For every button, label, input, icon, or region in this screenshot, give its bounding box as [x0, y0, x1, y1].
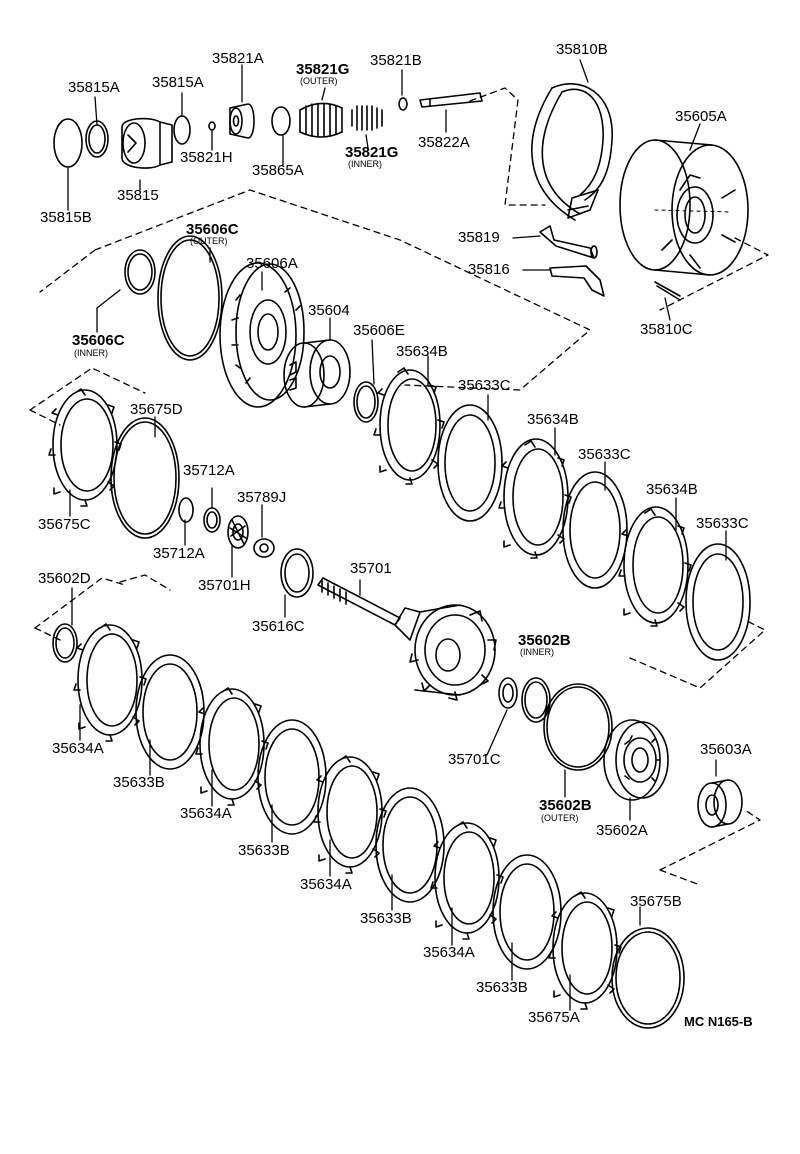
label-35821G-inner: 35821G: [345, 144, 399, 161]
label-35789J: 35789J: [237, 489, 287, 506]
label-35633C-a: 35633C: [458, 377, 511, 394]
label-35602A: 35602A: [596, 822, 648, 839]
accumulator-parts: [53, 92, 483, 169]
dashed-assembly-lines: [29, 87, 769, 886]
label-35604: 35604: [308, 302, 350, 319]
label-35602B-inner: 35602B: [518, 632, 571, 649]
label-35616C: 35616C: [252, 618, 305, 635]
qualifier-inner: (INNER): [348, 159, 382, 169]
label-35821B: 35821B: [370, 52, 422, 69]
label-35634B-c: 35634B: [646, 481, 698, 498]
label-35633C-b: 35633C: [578, 446, 631, 463]
label-35815A-b: 35815A: [152, 74, 204, 91]
label-35633B-d: 35633B: [476, 979, 528, 996]
qualifier-outer: (OUTER): [190, 236, 228, 246]
qualifier-inner: (INNER): [74, 348, 108, 358]
label-35821G-outer: 35821G: [296, 61, 350, 78]
label-35633C-c: 35633C: [696, 515, 749, 532]
diagram-code: MC N165-B: [684, 1014, 753, 1029]
label-35605A: 35605A: [675, 108, 727, 125]
label-35634B-a: 35634B: [396, 343, 448, 360]
label-35815B: 35815B: [40, 209, 92, 226]
label-35822A: 35822A: [418, 134, 470, 151]
label-35606A: 35606A: [246, 255, 298, 272]
label-35821A: 35821A: [212, 50, 264, 67]
piston-group-drawing: [498, 677, 743, 828]
label-35675A: 35675A: [528, 1009, 580, 1026]
label-35816: 35816: [468, 261, 510, 278]
label-35810C: 35810C: [640, 321, 693, 338]
label-35633B-b: 35633B: [238, 842, 290, 859]
label-35606C-outer: 35606C: [186, 221, 239, 238]
label-35815A-a: 35815A: [68, 79, 120, 96]
label-35815: 35815: [117, 187, 159, 204]
qualifier-outer: (OUTER): [300, 76, 338, 86]
qualifier-outer: (OUTER): [541, 813, 579, 823]
pump-group-drawing: [124, 235, 445, 485]
label-35675B: 35675B: [630, 893, 682, 910]
label-35819: 35819: [458, 229, 500, 246]
upper-clutch-pack: [437, 404, 751, 661]
label-35675D: 35675D: [130, 401, 183, 418]
label-35633B-a: 35633B: [113, 774, 165, 791]
label-35712A-a: 35712A: [183, 462, 235, 479]
label-35810B: 35810B: [556, 41, 608, 58]
label-35821H: 35821H: [180, 149, 233, 166]
label-35634A-b: 35634A: [180, 805, 232, 822]
label-35865A: 35865A: [252, 162, 304, 179]
label-35675C: 35675C: [38, 516, 91, 533]
lower-clutch-pack: [52, 623, 685, 1029]
output-shaft-drawing: [317, 577, 497, 701]
left-clutch-parts: [48, 388, 314, 598]
label-35634A-d: 35634A: [423, 944, 475, 961]
label-35701H: 35701H: [198, 577, 251, 594]
brake-band-drawing: [531, 83, 613, 221]
clutch-drum-drawing: [619, 139, 749, 276]
label-35712A-b: 35712A: [153, 545, 205, 562]
qualifier-inner: (INNER): [520, 647, 554, 657]
brake-struts: [539, 225, 681, 301]
label-35603A: 35603A: [700, 741, 752, 758]
label-35634A-a: 35634A: [52, 740, 104, 757]
label-35701: 35701: [350, 560, 392, 577]
label-35602D: 35602D: [38, 570, 91, 587]
label-35634B-b: 35634B: [527, 411, 579, 428]
label-35634A-c: 35634A: [300, 876, 352, 893]
label-35701C: 35701C: [448, 751, 501, 768]
label-35633B-c: 35633B: [360, 910, 412, 927]
label-35602B-outer: 35602B: [539, 797, 592, 814]
label-35606C-inner: 35606C: [72, 332, 125, 349]
label-35606E: 35606E: [353, 322, 405, 339]
